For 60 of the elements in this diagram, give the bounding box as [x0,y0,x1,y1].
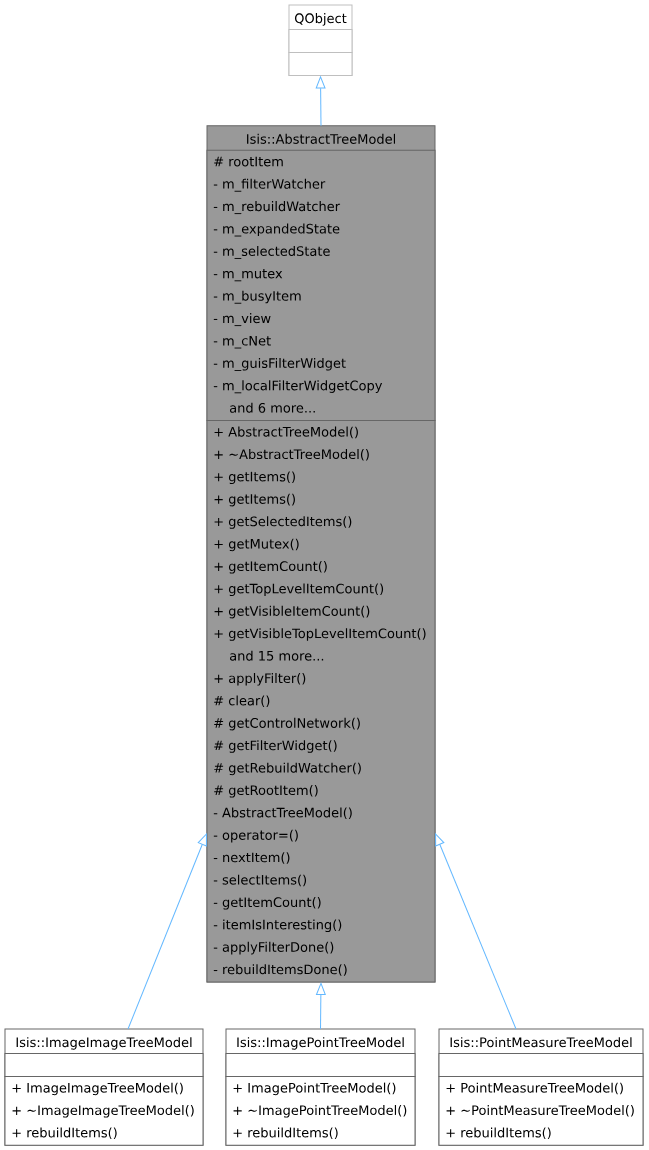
member-text: + ~ImageImageTreeModel() [12,1105,194,1118]
class-name: Isis::PointMeasureTreeModel [450,1037,632,1048]
compartment-box [438,1053,644,1077]
member-text: - rebuildItemsDone() [213,964,347,976]
member-text: and 15 more... [230,650,324,661]
member-text: + getItems() [214,471,295,484]
inheritance-arrow [127,833,207,1030]
member-text: # getControlNetwork() [214,717,360,731]
member-text: + ~PointMeasureTreeModel() [446,1105,634,1117]
member-text: - m_filterWatcher [213,178,326,192]
member-text: - operator=() [213,829,298,843]
inheritance-arrow [435,833,517,1030]
inheritance-arrow [315,76,326,127]
compartment-box [288,52,353,76]
member-text: + AbstractTreeModel() [214,426,358,439]
member-text: + PointMeasureTreeModel() [446,1082,623,1095]
member-text: # rootItem [214,156,283,167]
member-text: + getMutex() [214,538,299,552]
class-name: QObject [294,13,347,26]
member-text: - m_view [213,313,271,327]
member-text: - m_selectedState [213,245,330,259]
member-text: + getSelectedItems() [214,516,352,529]
class-name: Isis::ImagePointTreeModel [237,1037,404,1050]
member-text: + ~ImagePointTreeModel() [233,1105,407,1118]
compartment-box [288,29,353,53]
member-text: + ImageImageTreeModel() [12,1082,183,1096]
member-text: + rebuildItems() [12,1127,117,1139]
member-text: # clear() [214,695,270,707]
member-text: - m_cNet [213,335,271,349]
member-text: + getTopLevelItemCount() [214,583,384,596]
member-text: + ~AbstractTreeModel() [214,449,369,461]
member-text: - getItemCount() [213,897,321,910]
member-text: - m_expandedState [213,223,340,237]
member-text: # getFilterWidget() [214,740,337,753]
compartment-box [225,1053,416,1077]
member-text: - m_rebuildWatcher [213,201,341,215]
member-text: + applyFilter() [214,673,306,686]
class-name: Isis::AbstractTreeModel [247,133,396,144]
member-text: + getVisibleTopLevelItemCount() [214,628,426,641]
member-text: + rebuildItems() [446,1127,551,1139]
member-text: - applyFilterDone() [213,941,334,955]
class-name: Isis::ImageImageTreeModel [16,1037,192,1050]
member-text: # getRootItem() [214,785,318,798]
member-text: - m_mutex [213,269,283,282]
member-text: + getItems() [214,493,295,507]
member-text: # getRebuildWatcher() [214,762,361,776]
member-text: + getItemCount() [214,561,327,574]
member-text: - nextItem() [213,852,290,864]
member-text: + rebuildItems() [233,1127,338,1139]
member-text: - m_localFilterWidgetCopy [213,380,383,394]
member-text: - selectItems() [213,874,306,887]
member-text: - m_busyItem [213,290,301,304]
member-text: + getVisibleItemCount() [214,605,370,619]
member-text: - itemIsInteresting() [213,919,342,932]
compartment-box [4,1053,204,1077]
member-text: + ImagePointTreeModel() [233,1082,396,1096]
member-text: - AbstractTreeModel() [213,807,352,819]
member-text: - m_guisFilterWidget [213,357,346,371]
inheritance-arrow [315,982,326,1030]
member-text: and 6 more... [230,402,315,413]
